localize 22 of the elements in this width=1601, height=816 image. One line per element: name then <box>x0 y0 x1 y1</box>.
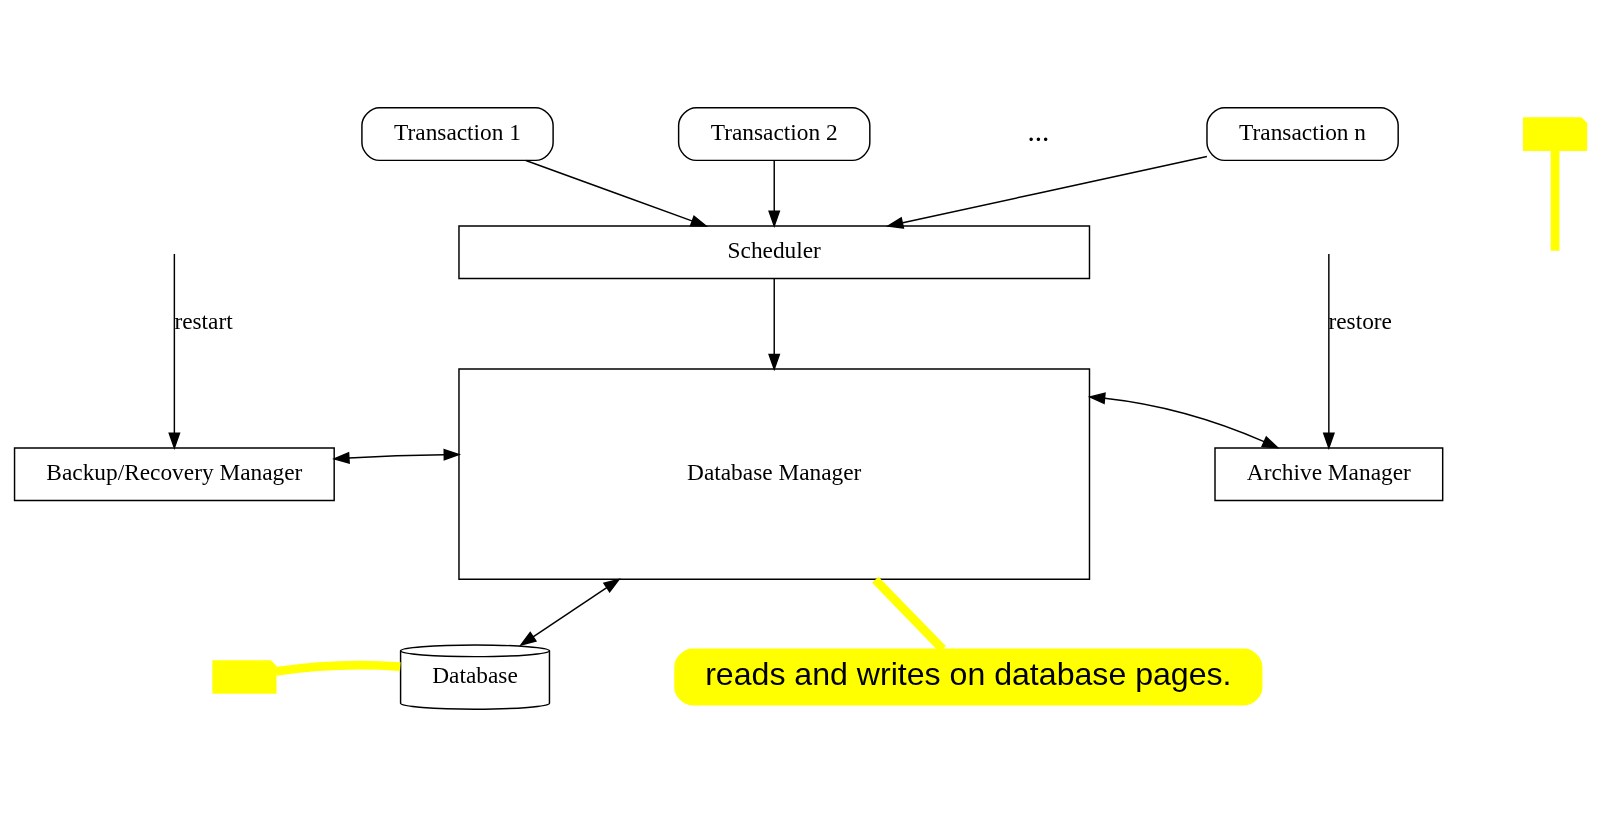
arrow <box>332 448 462 464</box>
node-box: Transaction 1 <box>361 106 554 161</box>
node-box: Transaction n <box>1206 106 1399 161</box>
connector <box>1550 149 1560 251</box>
node-box: Database Manager <box>458 367 1091 580</box>
arrow <box>1087 391 1280 449</box>
node-box: Archive Manager <box>1214 446 1444 501</box>
arrow <box>885 155 1208 229</box>
node-box: Transaction 2 <box>677 106 871 161</box>
arrow <box>768 159 781 228</box>
node-box: Backup/Recovery Manager <box>13 446 335 501</box>
connector <box>275 660 401 676</box>
label: ... <box>1027 114 1050 147</box>
connector <box>872 576 946 652</box>
edge-label: restart <box>174 307 233 334</box>
node-box: Scheduler <box>458 224 1091 279</box>
arrow <box>168 252 181 450</box>
arrow <box>768 277 781 371</box>
node-box: reads and writes on database pages. <box>674 648 1263 705</box>
arrow <box>519 577 621 646</box>
arrow <box>525 159 709 227</box>
arrow <box>1322 252 1335 450</box>
